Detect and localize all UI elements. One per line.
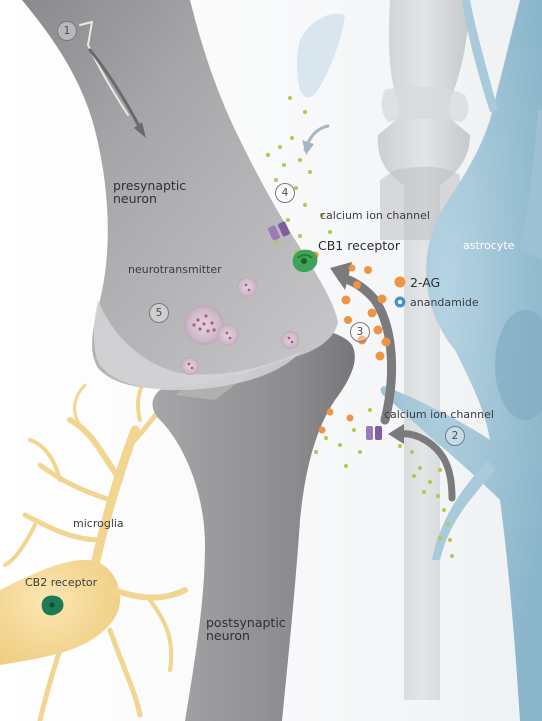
- legend-2ag-dot: [395, 277, 406, 288]
- two-ag-label: 2-AG: [410, 276, 440, 289]
- presynaptic-neuron-label: presynaptic neuron: [113, 179, 183, 205]
- anandamide-label: anandamide: [410, 296, 479, 309]
- microglia-label: microglia: [73, 517, 124, 530]
- calcium-ion-channel-bottom-label: calcium ion channel: [384, 408, 494, 421]
- step-4-marker: 4: [275, 183, 295, 203]
- postsynaptic-neuron-label: postsynaptic neuron: [206, 616, 286, 642]
- step-3-marker: 3: [350, 322, 370, 342]
- step-2-marker: 2: [445, 426, 465, 446]
- cb1-receptor-label: CB1 receptor: [318, 239, 400, 252]
- astrocyte-label: astrocyte: [463, 239, 514, 252]
- step-5-marker: 5: [149, 303, 169, 323]
- cb2-receptor-label: CB2 receptor: [25, 576, 97, 589]
- step-1-marker: 1: [57, 21, 77, 41]
- neurotransmitter-label: neurotransmitter: [128, 263, 222, 276]
- calcium-ion-channel-top-label: calcium ion channel: [320, 209, 430, 222]
